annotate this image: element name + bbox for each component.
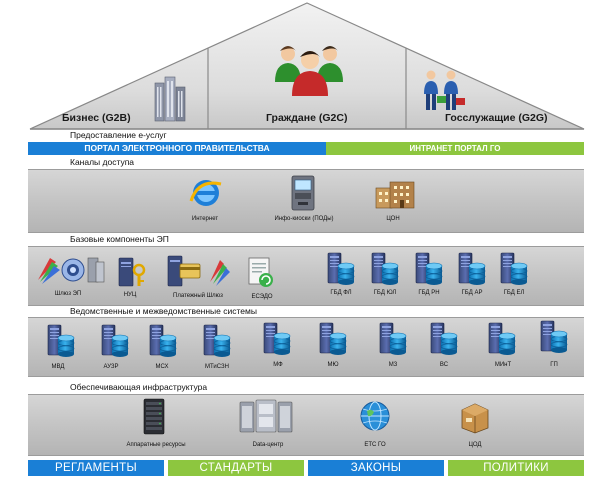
portal-egov-bar[interactable]: ПОРТАЛ ЭЛЕКТРОННОГО ПРАВИТЕЛЬСТВА — [28, 142, 326, 155]
hardware-label: Аппаратные ресурсы — [126, 442, 186, 448]
access-channels-title: Каналы доступа — [70, 157, 135, 167]
data-processing-center-icon[interactable] — [458, 400, 492, 434]
agency-systems-title: Ведомственные и межведомственные системы — [70, 306, 257, 316]
db-server-gbd-ar-icon[interactable] — [457, 252, 487, 286]
info-kiosk-label: Инфо-киоски (ПОДы) — [274, 216, 334, 222]
db-server-gp-icon[interactable] — [539, 320, 569, 354]
portal-intranet-bar[interactable]: ИНТРАНЕТ ПОРТАЛ ГО — [326, 142, 584, 155]
gbd-rn-label: ГБД РН — [418, 290, 440, 296]
db-server-mf-icon[interactable] — [262, 322, 292, 356]
document-exchange-icon[interactable] — [246, 256, 276, 290]
base-components-title: Базовые компоненты ЭП — [70, 234, 169, 244]
db-server-mtiszn-icon[interactable] — [202, 324, 232, 358]
db-server-gbd-el-icon[interactable] — [499, 252, 529, 286]
services-title: Предоставление е-услуг — [70, 130, 167, 140]
payment-gateway-icon[interactable] — [166, 252, 236, 290]
mz-label: МЗ — [388, 362, 398, 368]
payment-gateway-label: Платежный Шлюз — [173, 293, 223, 299]
con-label: ЦОН — [386, 216, 400, 222]
db-server-gbd-yul-icon[interactable] — [370, 252, 400, 286]
data-center-label: Data-центр — [252, 442, 284, 448]
officials-group-icon — [424, 70, 465, 110]
officials-label: Госслужащие (G2G) — [445, 112, 548, 124]
gateway-label: Шлюз ЭП — [54, 291, 82, 297]
infrastructure-title: Обеспечивающая инфраструктура — [70, 382, 208, 392]
db-server-mvd-icon[interactable] — [46, 324, 76, 358]
cod-label: ЦОД — [468, 442, 482, 448]
db-server-mint-icon[interactable] — [487, 322, 517, 356]
standards-bar[interactable]: СТАНДАРТЫ — [168, 460, 304, 476]
mvd-label: МВД — [51, 364, 65, 370]
mint-label: МИнТ — [494, 362, 512, 368]
msh-label: МСХ — [155, 364, 169, 370]
mtiszn-label: МТиСЗН — [205, 364, 229, 370]
laws-bar[interactable]: ЗАКОНЫ — [308, 460, 444, 476]
db-server-auzr-icon[interactable] — [100, 324, 130, 358]
certificate-center-icon[interactable] — [116, 254, 148, 290]
db-server-myu-icon[interactable] — [318, 322, 348, 356]
db-server-gbd-rn-icon[interactable] — [414, 252, 444, 286]
db-server-mz-icon[interactable] — [378, 322, 408, 356]
db-server-msh-icon[interactable] — [148, 324, 178, 358]
db-server-gbd-fl-icon[interactable] — [326, 252, 356, 286]
auzr-label: АУЗР — [103, 364, 119, 370]
esedo-label: ЕСЭДО — [251, 294, 273, 300]
gbd-el-label: ГБД ЕЛ — [503, 290, 525, 296]
citizens-label: Граждане (G2C) — [266, 112, 348, 124]
business-building-icon — [154, 76, 186, 122]
internet-label: Интернет — [191, 216, 219, 222]
policies-bar[interactable]: ПОЛИТИКИ — [448, 460, 584, 476]
ncc-label: НУЦ — [123, 292, 137, 298]
mf-label: МФ — [273, 362, 283, 368]
gbd-yul-label: ГБД ЮЛ — [373, 290, 397, 296]
info-kiosk-icon[interactable] — [288, 174, 318, 212]
ets-go-label: ЕТС ГО — [364, 442, 386, 448]
gbd-ar-label: ГБД АР — [461, 290, 483, 296]
regulations-bar[interactable]: РЕГЛАМЕНТЫ — [28, 460, 164, 476]
gbd-fl-label: ГБД ФЛ — [330, 290, 352, 296]
vs-label: ВС — [439, 362, 449, 368]
building-icon[interactable] — [374, 178, 418, 210]
db-server-vs-icon[interactable] — [429, 322, 459, 356]
citizens-group-icon — [275, 46, 343, 96]
gp-label: ГП — [550, 362, 558, 368]
network-globe-icon[interactable] — [358, 399, 392, 433]
infrastructure-band — [28, 394, 584, 456]
data-center-icon[interactable] — [238, 398, 294, 434]
hardware-rack-icon[interactable] — [141, 398, 167, 436]
internet-explorer-icon[interactable] — [188, 175, 224, 211]
myu-label: МЮ — [327, 362, 339, 368]
gateway-icon[interactable] — [36, 252, 106, 288]
business-label: Бизнес (G2B) — [62, 112, 131, 124]
